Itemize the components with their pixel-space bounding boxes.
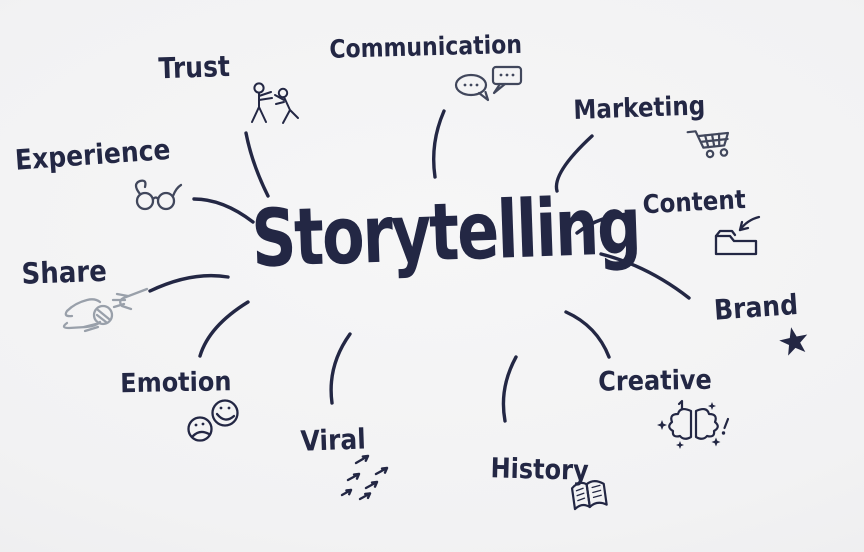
smiley-faces-icon [187,399,239,442]
folder-arrow-icon [714,215,761,256]
eyeglasses-icon [134,179,183,211]
center-title: Storytelling [250,178,641,286]
connector-viral [329,332,352,405]
connector-communication [432,109,446,179]
connector-brand [599,252,691,300]
connector-trust [244,131,270,198]
spreading-arrows-icon [340,454,389,501]
branch-creative-label: Creative [598,364,713,398]
speech-bubbles-icon [454,65,523,102]
connector-share [148,273,230,293]
connector-experience [192,197,255,224]
connector-emotion [198,300,250,358]
connector-content [575,212,634,235]
trust-fall-figures-icon [251,82,299,124]
branch-marketing-label: Marketing [573,91,706,126]
connector-marketing [554,134,594,193]
branch-emotion-label: Emotion [120,366,232,399]
branch-trust-label: Trust [158,49,231,86]
connector-history [501,355,518,423]
connector-creative [564,310,611,359]
shopping-cart-icon [686,130,730,159]
handshake-icon [62,287,149,333]
open-book-icon [570,480,608,511]
branch-brand-label: Brand [713,288,800,327]
star-icon [779,327,808,356]
brain-sparkles-icon [657,399,730,449]
branch-communication-label: Communication [329,30,523,65]
